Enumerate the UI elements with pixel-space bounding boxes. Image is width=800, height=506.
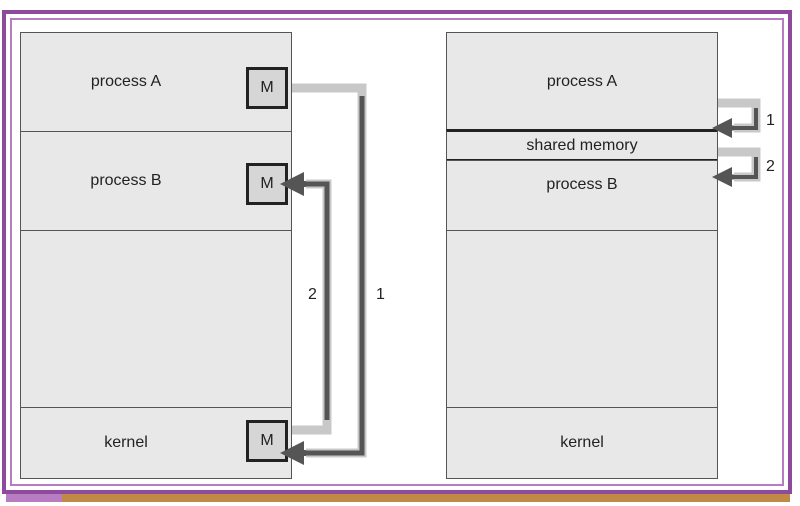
right-kernel-block: kernel <box>446 407 718 479</box>
message-box-label: M <box>260 175 274 192</box>
left-arrow-2-core <box>306 181 330 420</box>
right-arrow-1 <box>718 98 761 133</box>
left-kernel-label: kernel <box>104 434 148 451</box>
message-box-label: M <box>260 432 274 449</box>
bottom-strip-accent <box>6 494 62 502</box>
right-arrow-2-core <box>734 157 758 179</box>
left-arrow-1-core <box>306 96 365 456</box>
right-arrow-2 <box>718 147 761 182</box>
left-kernel-block: kernel <box>20 407 292 479</box>
right-process-b-label: process B <box>546 175 618 193</box>
left-empty-block <box>20 230 292 408</box>
shared-memory-label: shared memory <box>526 136 638 154</box>
right-process-a-block: process A <box>446 32 718 132</box>
bottom-strip <box>6 494 790 502</box>
right-process-a-label: process A <box>546 73 618 90</box>
left-arrow-1-label: 1 <box>376 286 385 303</box>
right-kernel-label: kernel <box>560 434 604 451</box>
inner-frame <box>10 18 784 486</box>
message-box-label: M <box>260 79 274 96</box>
message-box-process-b: M <box>246 163 288 205</box>
left-process-b-label: process B <box>90 172 162 189</box>
left-arrow-2-label: 2 <box>308 286 317 303</box>
right-arrow-1-label: 1 <box>766 112 775 129</box>
message-box-process-a: M <box>246 67 288 109</box>
right-arrow-1-core <box>734 108 758 130</box>
right-empty-block <box>446 230 718 408</box>
left-arrow-2 <box>292 179 332 435</box>
outer-frame <box>2 10 792 494</box>
left-process-a-label: process A <box>90 73 162 90</box>
right-arrow-2-label: 2 <box>766 158 775 175</box>
